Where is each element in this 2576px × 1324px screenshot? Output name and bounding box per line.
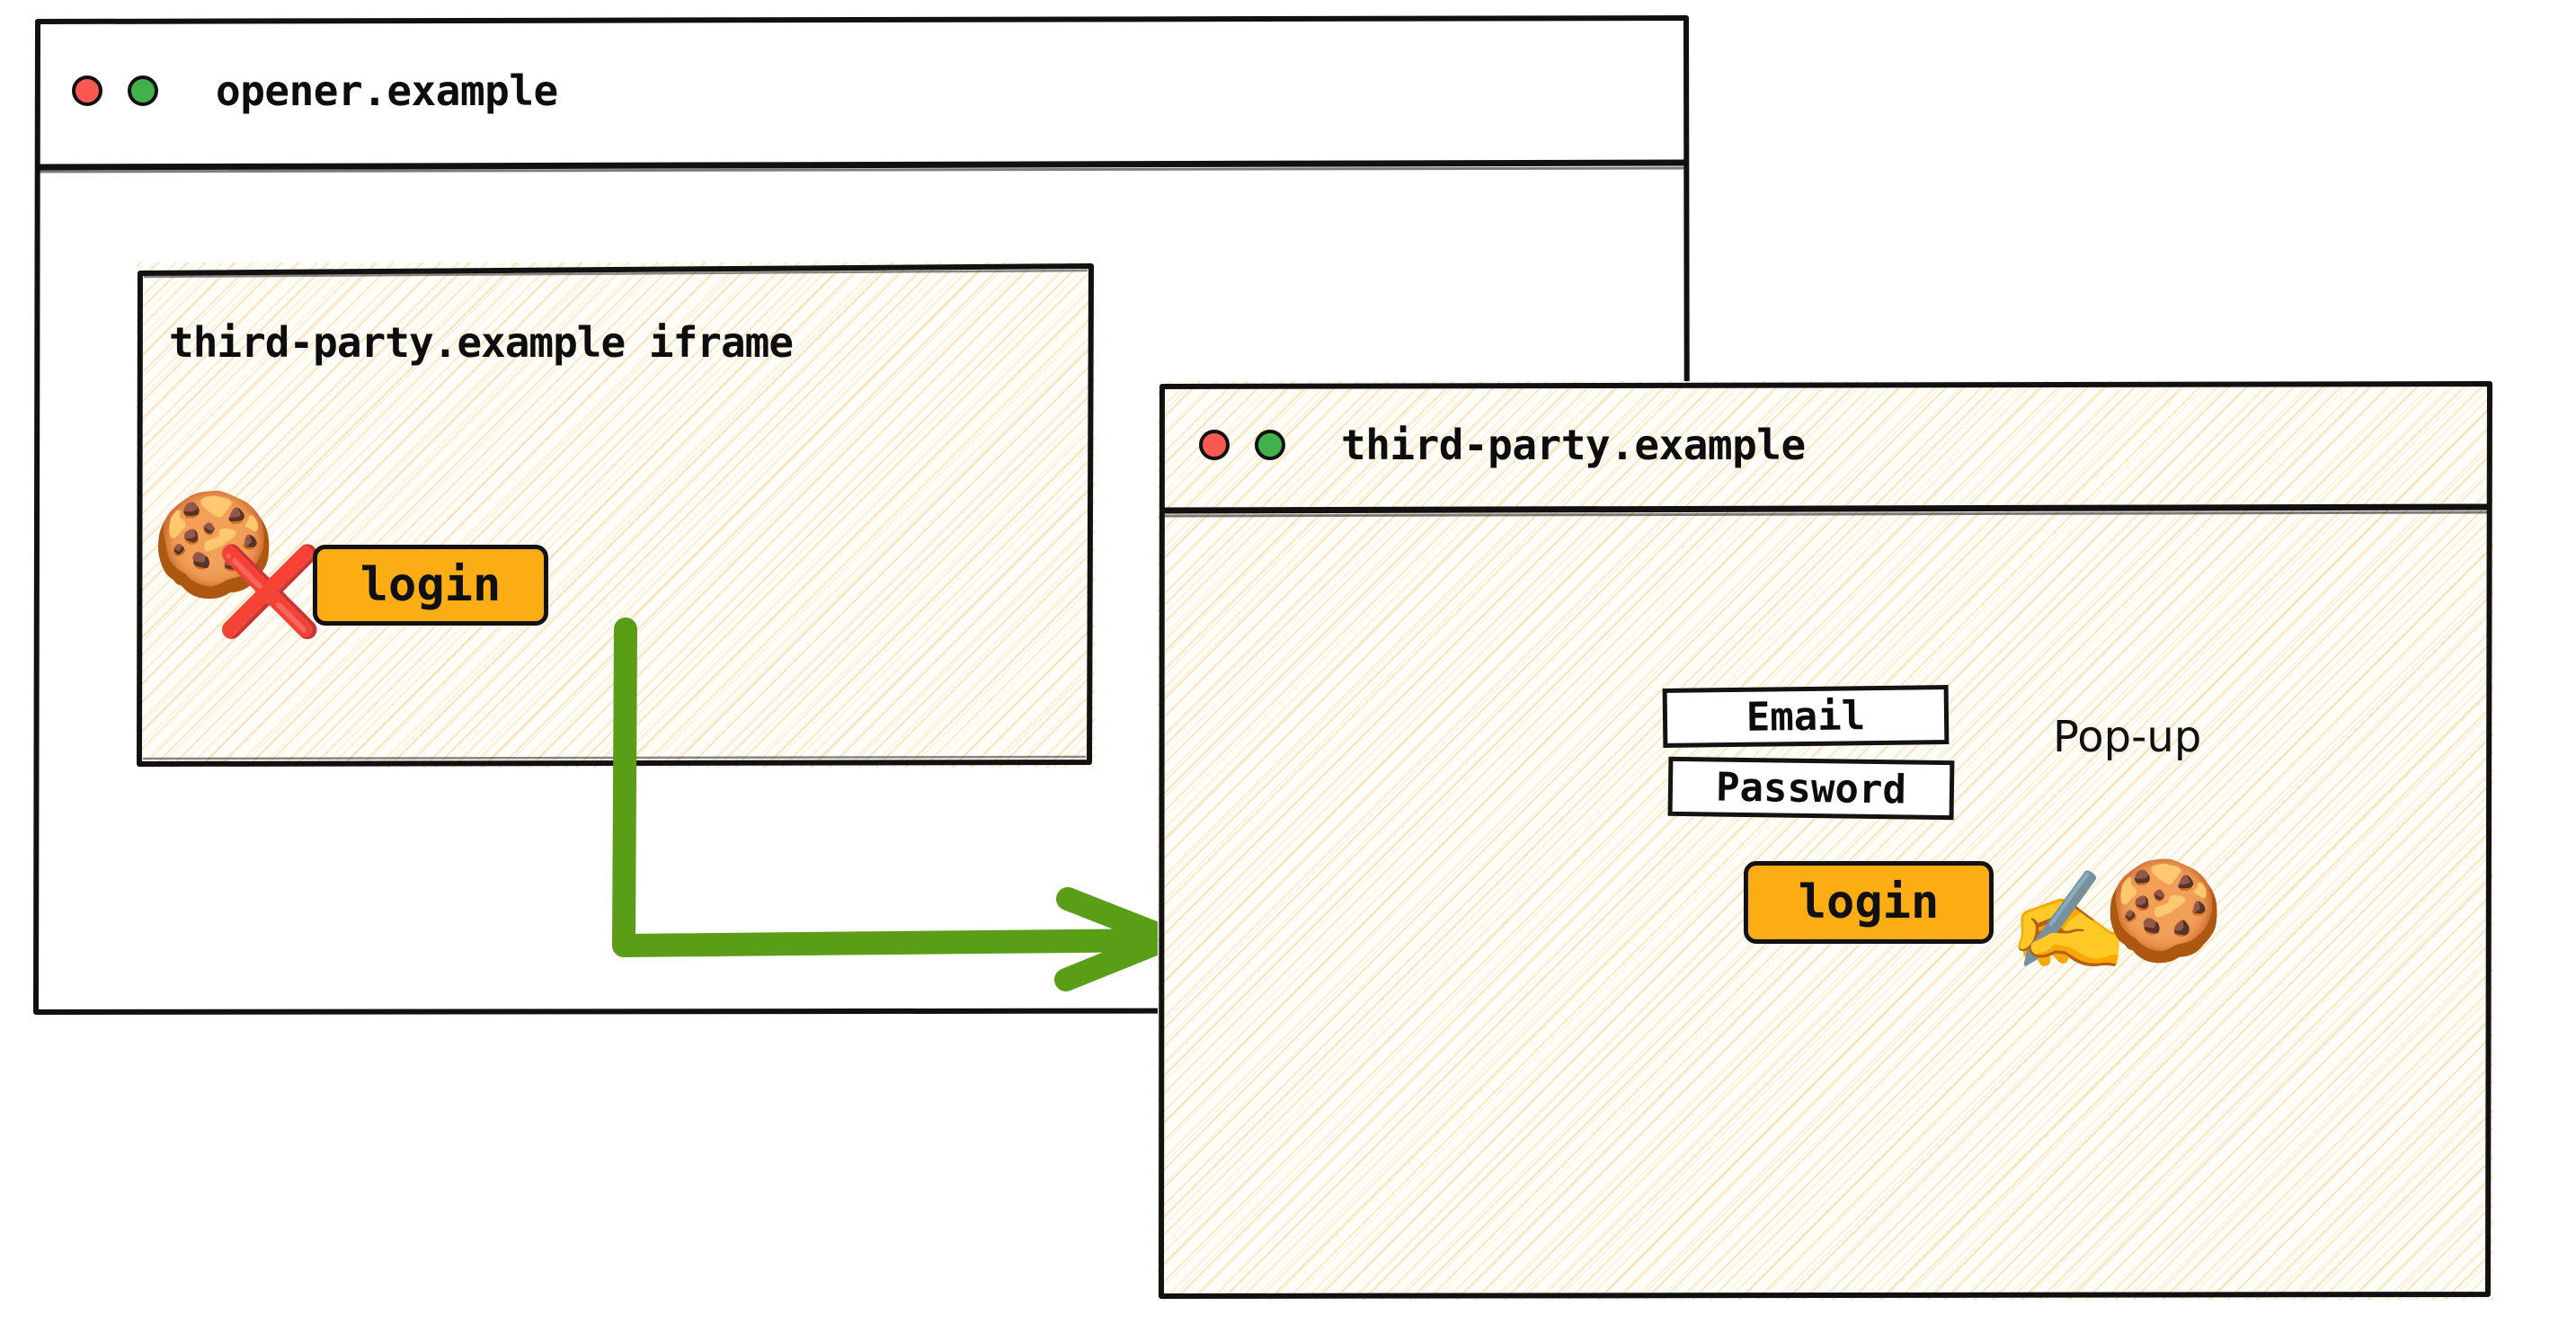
cookie-icon: 🍪	[151, 486, 277, 603]
close-button-icon[interactable]	[1199, 430, 1230, 460]
popup-login-button[interactable]: login	[1744, 861, 1994, 944]
opener-window-title: opener.example	[216, 67, 558, 115]
third-party-iframe: third-party.example iframe 🍪 ❌ login	[137, 262, 1095, 768]
close-button-icon[interactable]	[72, 76, 102, 106]
popup-hatch-background	[1158, 381, 2493, 1300]
iframe-login-button-label: login	[360, 558, 502, 612]
password-field[interactable]: Password	[1667, 756, 1955, 821]
popup-window-controls	[1199, 430, 1285, 460]
popup-login-button-label: login	[1798, 875, 1940, 929]
email-field[interactable]: Email	[1662, 685, 1950, 748]
opener-window-controls	[72, 76, 158, 106]
popup-window: third-party.example Email Password login…	[1158, 381, 2493, 1300]
password-field-label: Password	[1715, 764, 1907, 813]
popup-titlebar: third-party.example	[1158, 381, 2493, 509]
popup-annotation-label: Pop-up	[2053, 712, 2202, 762]
cookie-blocked-cross-icon: ❌	[216, 541, 324, 642]
opener-titlebar: opener.example	[34, 16, 1690, 165]
email-field-label: Email	[1745, 692, 1866, 741]
iframe-login-button[interactable]: login	[313, 545, 548, 626]
maximize-button-icon[interactable]	[1255, 430, 1285, 460]
iframe-label: third-party.example iframe	[169, 318, 794, 367]
writing-hand-icon: ✍️	[2008, 866, 2129, 978]
cookie-icon: 🍪	[2103, 855, 2225, 967]
maximize-button-icon[interactable]	[128, 76, 158, 106]
popup-window-title: third-party.example	[1341, 421, 1806, 469]
popup-window-frame	[1158, 381, 2493, 1300]
